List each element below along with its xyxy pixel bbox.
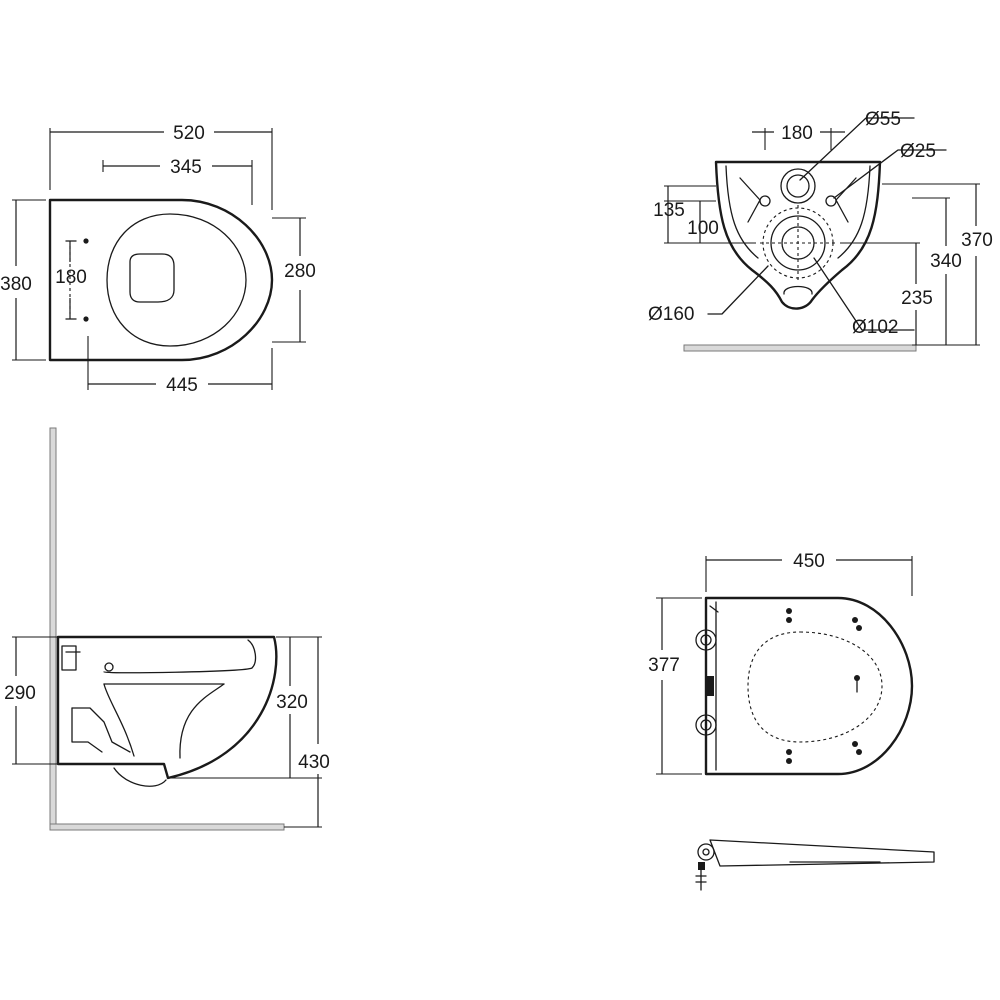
seat-outline-top [704, 596, 914, 776]
hinge-bottom [695, 714, 717, 736]
wall-line [49, 427, 57, 829]
seat-view: 450 377 [648, 551, 935, 891]
dim-rear-outlet-160: Ø160 [648, 304, 694, 325]
floor-line-side [49, 823, 285, 831]
bowl-well-top [129, 253, 175, 303]
dim-side-height-320: 320 [276, 692, 308, 713]
bowl-outline-side [56, 635, 278, 780]
dim-rear-height-235: 235 [901, 288, 933, 309]
side-view: 290 320 430 [4, 427, 330, 831]
dim-top-depth-280: 280 [284, 261, 316, 282]
fixing-hole-marker [83, 238, 89, 244]
inlet-connector [61, 645, 77, 671]
fixing-hole-marker [83, 316, 89, 322]
bowl-opening-top [106, 213, 247, 347]
dim-seat-depth-377: 377 [648, 655, 680, 676]
dim-rear-height-340: 340 [930, 251, 962, 272]
dim-seat-width-450: 450 [793, 551, 825, 572]
bolt-hole-right [825, 195, 837, 207]
top-view: 520 345 445 380 180 280 [0, 123, 316, 396]
inlet-circle-inner [786, 174, 810, 198]
dim-top-fixing-180: 180 [55, 267, 87, 288]
dim-rear-height-100: 100 [687, 218, 719, 239]
dim-rear-outlet-102: Ø102 [852, 317, 898, 338]
dim-rear-bolt-180: 180 [781, 123, 813, 144]
rear-view: 180 Ø55 Ø25 135 100 370 340 235 Ø160 [648, 109, 993, 352]
seat-hinge-side [697, 843, 715, 861]
dim-rear-height-135: 135 [653, 200, 685, 221]
seat-side-profile [709, 839, 935, 867]
bolt-hole-left [759, 195, 771, 207]
dim-rear-height-370: 370 [961, 230, 993, 251]
outlet-circle-outer [770, 215, 826, 271]
seat-opening-dashed [747, 631, 883, 743]
dim-side-height-430: 430 [298, 752, 330, 773]
dim-top-width-345: 345 [170, 157, 202, 178]
dim-side-height-290: 290 [4, 683, 36, 704]
dim-top-width-520: 520 [173, 123, 205, 144]
dim-rear-bolt-25: Ø25 [900, 141, 936, 162]
dim-rear-inlet-55: Ø55 [865, 109, 901, 130]
inlet-circle-outer [780, 168, 816, 204]
dim-top-width-445: 445 [166, 375, 198, 396]
dim-top-height-380: 380 [0, 274, 32, 295]
hinge-top [695, 629, 717, 651]
floor-line-rear [683, 344, 917, 352]
bowl-outline-top [48, 198, 274, 362]
